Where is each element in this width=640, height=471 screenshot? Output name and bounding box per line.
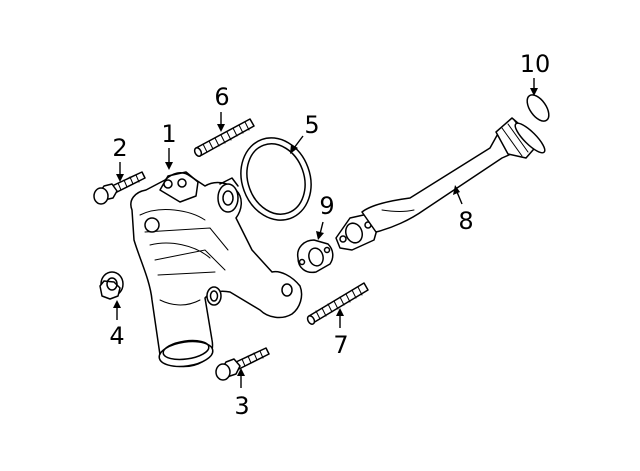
- callout-1: 1: [161, 120, 176, 148]
- callout-6: 6: [214, 83, 229, 111]
- part-4-nut: [99, 271, 124, 300]
- callout-4: 4: [109, 322, 124, 350]
- part-3-bolt: [215, 347, 270, 381]
- callout-3: 3: [234, 392, 249, 420]
- callout-8: 8: [458, 207, 473, 235]
- leader-lines: [113, 78, 538, 388]
- callout-2: 2: [112, 134, 127, 162]
- callout-7: 7: [333, 331, 348, 359]
- part-8-pipe: [335, 117, 546, 251]
- part-9-gasket: [296, 239, 334, 274]
- part-6-stud: [193, 118, 255, 157]
- part-5-gasket: [240, 137, 312, 221]
- callout-5: 5: [304, 111, 319, 139]
- part-7-stud: [306, 282, 369, 325]
- callout-10: 10: [520, 50, 551, 78]
- callout-9: 9: [319, 192, 334, 220]
- part-1-housing: [130, 171, 303, 368]
- part-2-bolt: [93, 171, 146, 205]
- part-10-oring: [526, 94, 550, 122]
